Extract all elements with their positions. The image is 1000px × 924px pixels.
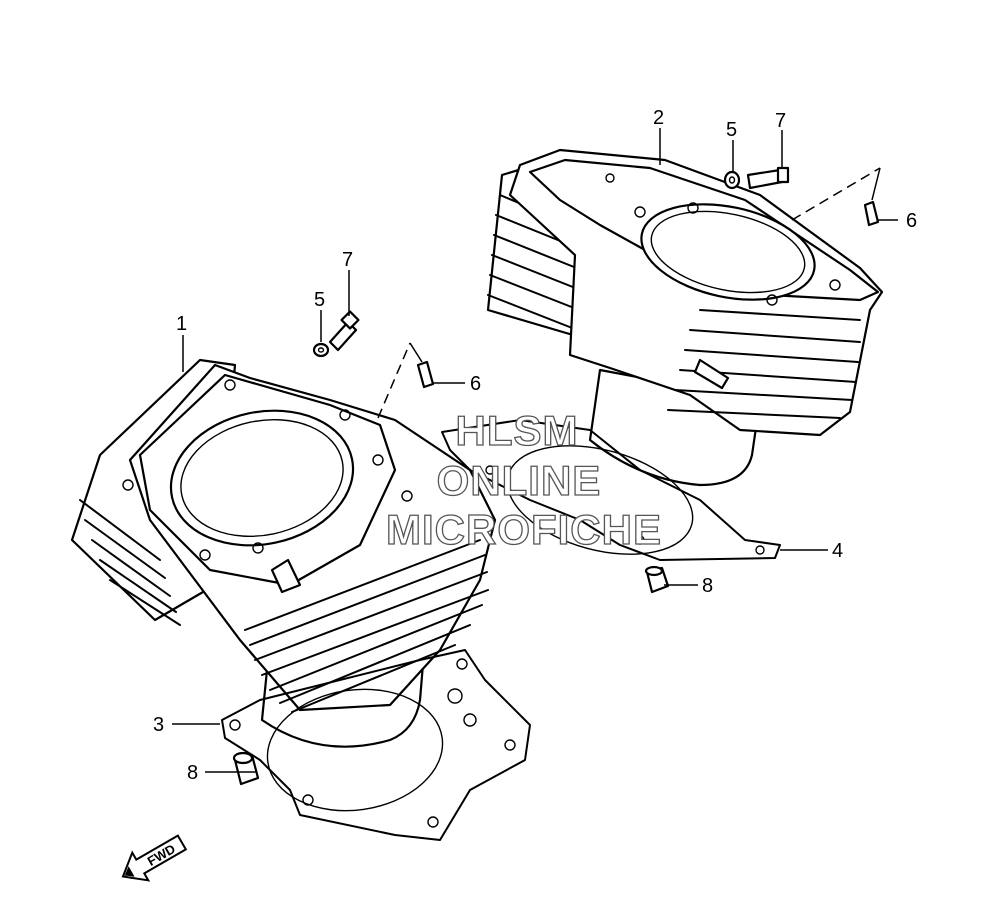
callout-5-upper: 5 <box>726 119 737 141</box>
cylinder-base-gasket-upper <box>441 419 781 561</box>
front-cylinder <box>70 358 497 748</box>
callout-7-upper: 7 <box>775 110 786 132</box>
watermark: HLSM ONLINE MICROFICHE <box>385 406 662 553</box>
washer-lower <box>312 342 330 358</box>
watermark-line-3: MICROFICHE <box>386 506 662 553</box>
callout-2: 2 <box>653 107 664 129</box>
cylinder-base-gasket-lower <box>221 649 531 841</box>
front-cylinder-fins-right <box>244 539 489 713</box>
dowel-pin-lower <box>232 751 260 786</box>
stud-lower <box>416 360 435 389</box>
callout-8-upper: 8 <box>702 575 713 597</box>
callout-6-lower: 6 <box>470 373 481 395</box>
washer-upper <box>723 170 741 190</box>
forward-direction-arrow: FWD <box>121 834 188 882</box>
leader-lines <box>172 128 898 773</box>
callout-3: 3 <box>153 714 164 736</box>
callout-8-lower: 8 <box>187 762 198 784</box>
dowel-pin-upper <box>644 565 670 594</box>
bolt-upper <box>746 166 790 190</box>
callout-labels: 1 2 3 4 5 5 6 6 7 7 8 8 <box>153 107 917 784</box>
callout-6-upper: 6 <box>906 210 917 232</box>
callout-1: 1 <box>176 313 187 335</box>
rear-cylinder <box>486 148 884 487</box>
watermark-line-1: HLSM <box>456 407 579 454</box>
callout-4: 4 <box>832 540 843 562</box>
bolt-lower <box>328 310 360 352</box>
watermark-line-2: ONLINE <box>437 457 602 504</box>
callout-5-lower: 5 <box>314 289 325 311</box>
stud-upper <box>863 200 880 227</box>
callout-7-lower: 7 <box>342 249 353 271</box>
